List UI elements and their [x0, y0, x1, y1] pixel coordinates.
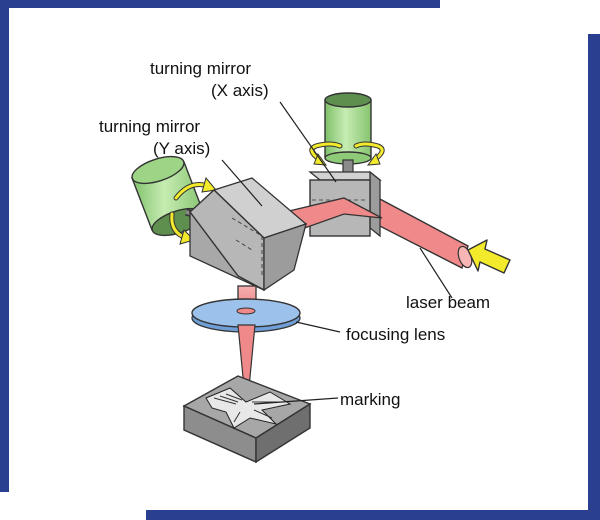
x-axis-motor	[324, 92, 372, 177]
label-laser-beam: laser beam	[406, 293, 490, 312]
leader-lines	[221, 101, 453, 405]
label-turning-mirror-x-line2: (X axis)	[211, 81, 269, 100]
label-turning-mirror-y-line1: turning mirror	[99, 117, 200, 136]
laser-beam-input	[371, 196, 473, 270]
laser-input-arrow-icon	[467, 239, 511, 274]
y-axis-rotation-arrow-icon	[169, 176, 217, 245]
focusing-lens	[191, 298, 301, 333]
label-focusing-lens: focusing lens	[346, 325, 445, 344]
marking-pattern	[205, 387, 292, 429]
label-marking: marking	[340, 390, 400, 409]
label-turning-mirror-x-line1: turning mirror	[150, 59, 251, 78]
x-axis-rotation-arrow-icon	[309, 141, 385, 166]
label-turning-mirror-y-line2: (Y axis)	[153, 139, 210, 158]
y-axis-mirror	[189, 177, 308, 292]
